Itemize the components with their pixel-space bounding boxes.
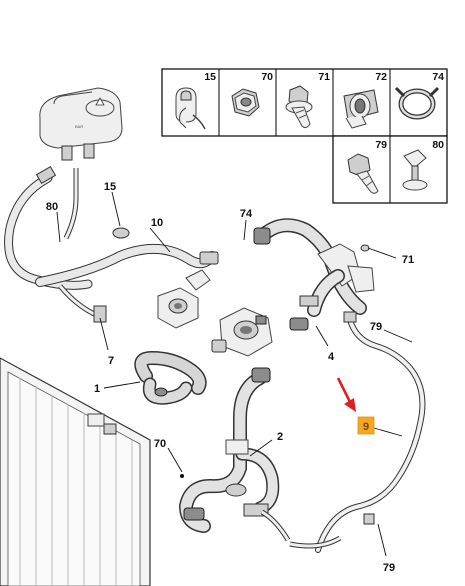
clip-fastener-icon <box>402 149 428 191</box>
grid-label-80: 80 <box>432 139 444 151</box>
highlight-callout-9: 9 <box>357 416 375 435</box>
parts-grid: 15 70 71 72 74 79 80 <box>161 68 448 204</box>
grid-label-70: 70 <box>261 71 273 83</box>
spring-clamp-icon <box>394 86 440 120</box>
callout-15: 15 <box>104 181 116 193</box>
red-arrow-icon <box>336 377 356 412</box>
grid-label-74: 74 <box>432 71 444 83</box>
bolt-icon <box>347 153 379 194</box>
thermostat-housing <box>157 269 211 329</box>
svg-text:BAR: BAR <box>75 124 83 129</box>
callout-70: 70 <box>154 438 166 450</box>
callout-79-top: 79 <box>370 321 382 333</box>
callout-labels: 80 15 10 74 71 79 7 4 1 70 2 79 <box>46 181 414 574</box>
grid-label-79: 79 <box>375 139 387 151</box>
grid-label-71: 71 <box>318 71 330 83</box>
grid-label-72: 72 <box>375 71 387 83</box>
callout-79-bottom: 79 <box>383 562 395 574</box>
hose-1 <box>134 350 207 405</box>
callout-9: 9 <box>363 421 369 433</box>
callout-71: 71 <box>402 254 414 266</box>
flange-bolt-icon <box>285 85 313 129</box>
leader-lines <box>56 191 413 557</box>
callout-80: 80 <box>46 201 58 213</box>
callout-4: 4 <box>328 351 335 363</box>
hose-upper-right <box>253 218 375 315</box>
hex-nut-icon <box>231 88 260 117</box>
radiator <box>0 357 151 586</box>
callout-1: 1 <box>94 383 100 395</box>
hose-10 <box>35 227 219 287</box>
bracket-clamp-icon <box>343 89 379 129</box>
hose-4 <box>289 269 345 331</box>
callout-10: 10 <box>151 217 163 229</box>
callout-7: 7 <box>108 355 114 367</box>
water-outlet <box>211 307 273 357</box>
callout-74: 74 <box>240 208 253 220</box>
pipe-7 <box>58 284 107 323</box>
hose-left-loop <box>4 165 93 290</box>
expansion-tank: BAR <box>39 87 123 161</box>
hose-clip-icon <box>175 87 206 130</box>
hose-2 <box>178 367 291 542</box>
hose-9 <box>289 311 426 553</box>
callout-2: 2 <box>277 431 283 443</box>
grid-label-15: 15 <box>204 71 216 83</box>
